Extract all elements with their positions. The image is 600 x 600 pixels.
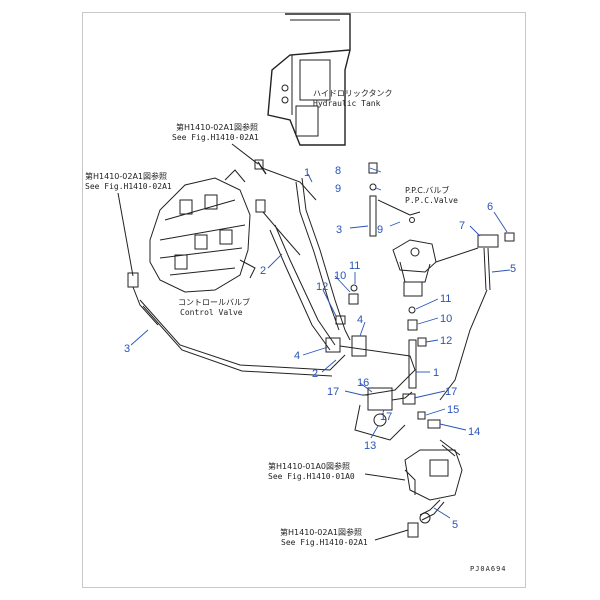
bolt-6 xyxy=(504,232,515,242)
hose-3-b xyxy=(142,305,333,377)
callout-13: 13 xyxy=(364,440,376,452)
bolt-8 xyxy=(368,162,378,174)
hose-5-upper xyxy=(483,247,491,291)
fitting-10a xyxy=(348,293,359,305)
ref1-jp: 第H1410-02A1図参照 xyxy=(176,122,258,132)
bolt-14 xyxy=(427,419,441,429)
callout-4a: 4 xyxy=(294,350,300,362)
callout-17c: 17 xyxy=(380,411,392,423)
pipe-3 xyxy=(369,195,377,237)
washer-9 xyxy=(369,183,377,191)
callout-5b: 5 xyxy=(452,519,458,531)
fitting-17b xyxy=(402,393,416,405)
cv-label-en: Control Valve xyxy=(180,308,243,317)
fitting-bottom xyxy=(407,522,419,538)
fitting-12b xyxy=(417,337,427,347)
callout-3a: 3 xyxy=(124,343,130,355)
callout-16: 16 xyxy=(357,377,369,389)
callout-12b: 12 xyxy=(440,335,452,347)
callout-10b: 10 xyxy=(440,313,452,325)
ref4-jp: 第H1410-02A1図参照 xyxy=(280,527,362,537)
ref3-en: See Fig.H1410-01A0 xyxy=(268,472,355,481)
block-4 xyxy=(351,335,367,357)
fitting-12a xyxy=(335,315,346,325)
oring-11a xyxy=(350,284,358,292)
callout-3b: 3 xyxy=(336,224,342,236)
hose-3 xyxy=(139,299,346,371)
callout-2a: 2 xyxy=(260,265,266,277)
washer-15 xyxy=(417,411,426,420)
callout-2b: 2 xyxy=(312,368,318,380)
oring-11b xyxy=(408,306,416,314)
callout-1b: 1 xyxy=(433,367,439,379)
ref2-jp: 第H1410-02A1図参照 xyxy=(85,171,167,181)
lower-valve xyxy=(404,449,463,501)
callout-9b: 9 xyxy=(377,224,383,236)
control-valve xyxy=(149,169,256,293)
hose-2 xyxy=(274,224,336,346)
callout-9a: 9 xyxy=(335,183,341,195)
flange-7 xyxy=(477,234,499,248)
callout-10a: 10 xyxy=(334,270,346,282)
callout-14: 14 xyxy=(468,426,480,438)
callout-8: 8 xyxy=(335,165,341,177)
fitting-10b xyxy=(407,319,418,331)
callout-11a: 11 xyxy=(349,260,360,272)
ref4-en: See Fig.H1410-02A1 xyxy=(281,538,368,547)
drawing-frame xyxy=(82,12,526,588)
pipe-1-lower xyxy=(408,339,417,389)
ref3-jp: 第H1410-01A0図参照 xyxy=(268,461,350,471)
elbow-4 xyxy=(325,337,341,353)
ref1-en: See Fig.H1410-02A1 xyxy=(172,133,259,142)
hose-5-lower xyxy=(419,499,445,521)
tank-label-jp: ハイドロリックタンク xyxy=(313,89,393,98)
hose-2-b xyxy=(269,229,331,351)
callout-12a: 12 xyxy=(316,281,328,293)
callout-11b: 11 xyxy=(440,293,451,305)
hose-1-upper xyxy=(301,177,346,331)
callout-1a: 1 xyxy=(304,167,310,179)
callout-15: 15 xyxy=(447,404,459,416)
callout-17b: 17 xyxy=(445,386,457,398)
fitting-mid xyxy=(255,199,301,256)
hydraulic-tank xyxy=(267,13,351,146)
fitting-left xyxy=(127,272,159,326)
ppc-valve xyxy=(392,239,437,297)
cv-label-jp: コントロールバルブ xyxy=(178,297,250,307)
hose-1-upper-b xyxy=(295,181,340,331)
ppc-label-en: P.P.C.Valve xyxy=(405,196,458,205)
tank-label-en: Hydraulic Tank xyxy=(313,99,381,108)
callout-6: 6 xyxy=(487,201,493,213)
ref2-en: See Fig.H1410-02A1 xyxy=(85,182,172,191)
callout-17a: 17 xyxy=(327,386,339,398)
callout-7: 7 xyxy=(459,220,465,232)
drawing-code: PJ0A694 xyxy=(470,565,507,573)
callout-4b: 4 xyxy=(357,314,363,326)
callout-5a: 5 xyxy=(510,263,516,275)
ppc-label-jp: P.P.C.バルブ xyxy=(405,185,449,195)
fitting-upper xyxy=(254,159,317,201)
